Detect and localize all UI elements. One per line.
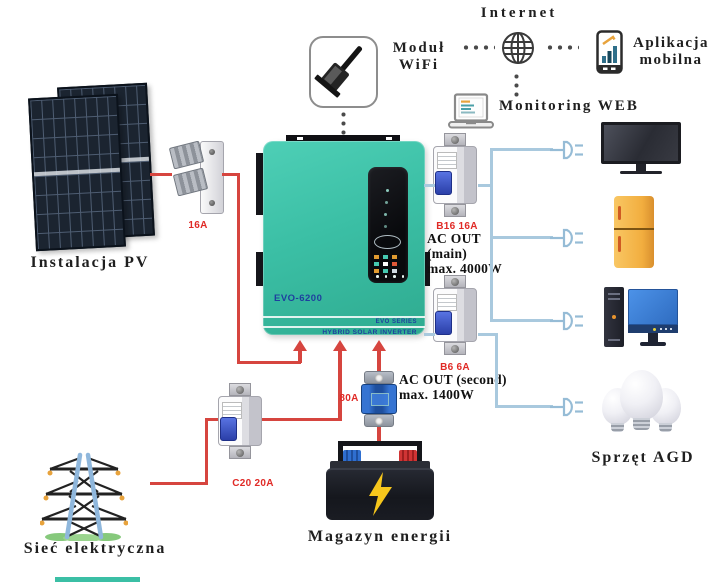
web-monitoring-label: Monitoring WEB	[499, 98, 639, 114]
inverter-mount-bar	[286, 135, 400, 142]
inverter-subtitle-text: HYBRID SOLAR INVERTER	[322, 328, 417, 336]
inverter-to-second-breaker-line	[424, 333, 435, 336]
battery-label: Magazyn energii	[307, 528, 453, 545]
battery-fuse-rating: 80A	[339, 393, 359, 404]
bottom-teal-strip	[55, 577, 140, 582]
lightning-bolt-icon	[369, 472, 392, 516]
screw-icon	[451, 206, 459, 215]
dotted-link-wifi-inverter	[341, 110, 346, 140]
hybrid-inverter: EVO-6200 EVO SERIES HYBRID SOLAR INVERTE…	[263, 141, 425, 336]
grid-to-breaker-line	[150, 482, 207, 485]
tv-icon	[601, 122, 681, 164]
ac-main-breaker-rating: B16 16A	[436, 221, 478, 232]
pv-input-arrow	[293, 340, 307, 351]
ac-main-caption: AC OUT (main) max. 4000W	[427, 231, 502, 277]
wifi-antenna-icon	[314, 46, 363, 98]
breaker-toggle	[435, 311, 452, 335]
dotted-link-internet-app	[545, 45, 579, 50]
internet-globe-icon	[499, 29, 537, 67]
battery-input-arrow	[372, 340, 386, 351]
screw-icon	[236, 448, 244, 457]
wifi-module-label: Moduł WiFi	[392, 40, 446, 74]
plug-icon-bulbs	[550, 394, 588, 420]
breaker-toggle	[435, 171, 452, 195]
computer-tower-icon	[604, 287, 624, 347]
screw-icon	[451, 135, 459, 144]
plug-icon-computer	[550, 308, 588, 334]
screw-icon	[451, 344, 459, 353]
inverter-heatsink-fin	[256, 252, 264, 286]
power-grid-tower-icon	[40, 449, 128, 541]
grid-breaker-rating: C20 20A	[232, 478, 274, 489]
grid-label: Sieć elektryczna	[23, 540, 167, 557]
internet-label: Internet	[480, 5, 558, 21]
breaker-toggle	[220, 417, 237, 441]
battery-fuse-icon	[361, 371, 397, 428]
screw-icon	[236, 385, 244, 394]
dotted-link-internet-web	[514, 72, 519, 100]
plug-icon-fridge	[550, 225, 588, 251]
ac-second-breaker-icon	[433, 275, 477, 355]
mobile-app-label: Aplikacja mobilna	[632, 35, 709, 69]
fuse-to-battery-line	[377, 427, 381, 444]
fuse-out-line	[222, 173, 240, 176]
light-bulb-icon	[620, 370, 663, 430]
web-monitoring-laptop-icon	[447, 93, 495, 130]
inverter-lcd	[374, 235, 401, 249]
inverter-display-panel	[368, 167, 408, 283]
grid-input-arrow	[333, 340, 347, 351]
battery-terminal-negative	[343, 450, 361, 463]
pv-to-fuse-line	[150, 173, 172, 176]
plug-icon-tv	[550, 137, 588, 163]
inverter-heatsink-fin	[256, 153, 264, 215]
ac-main-trunk-line	[490, 148, 493, 322]
ac-second-trunk-line	[495, 333, 498, 408]
pv-fuse-holder-icon	[168, 140, 224, 214]
inverter-heatsink-fin	[423, 252, 430, 286]
ac-main-breaker-icon	[433, 133, 477, 217]
dotted-link-wifi-internet	[461, 45, 495, 50]
pv-installation-label: Instalacja PV	[30, 254, 150, 271]
screw-icon	[451, 277, 459, 286]
inverter-to-main-breaker-line	[424, 184, 435, 187]
wifi-module-box	[309, 36, 378, 108]
battery-terminal-positive	[399, 450, 417, 463]
grid-breaker-icon	[218, 383, 262, 459]
ac-second-caption: AC OUT (second) max. 1400W	[399, 372, 507, 403]
fridge-icon	[614, 196, 654, 268]
pv-fuse-rating: 16A	[188, 220, 208, 231]
battery-icon	[326, 441, 434, 520]
computer-monitor-icon	[628, 289, 678, 325]
solar-panel-front	[28, 93, 126, 252]
inverter-model-text: EVO-6200	[274, 293, 323, 304]
mobile-app-icon	[596, 30, 623, 74]
appliances-label: Sprzęt AGD	[591, 449, 695, 466]
inverter-series-text: EVO SERIES	[375, 318, 417, 325]
ac-second-breaker-rating: B6 6A	[440, 362, 470, 373]
